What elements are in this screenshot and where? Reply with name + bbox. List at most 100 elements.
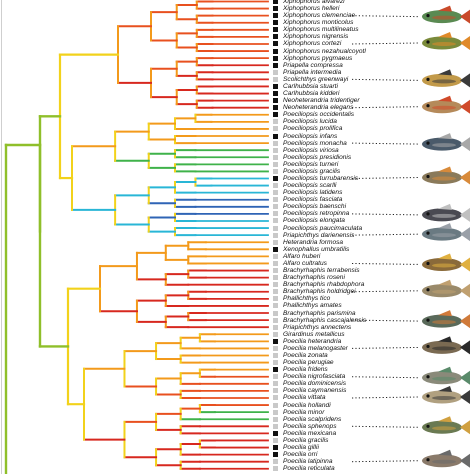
clade-marker-square xyxy=(273,176,278,181)
species-label: Poeciliopsis fasciata xyxy=(283,196,343,204)
clade-marker-square xyxy=(273,253,278,259)
fish-photo-icon xyxy=(422,133,470,152)
species-label: Xiphophorus multilineatus xyxy=(283,26,359,34)
clade-marker-square xyxy=(273,381,278,387)
dotted-leader-line xyxy=(351,177,421,179)
clade-marker-square xyxy=(273,0,278,4)
fish-photo-icon xyxy=(422,203,470,222)
clade-marker-square xyxy=(273,452,278,458)
species-label: Poecilia nigrofasciata xyxy=(283,373,346,381)
clade-marker-square xyxy=(273,409,278,415)
clade-marker-square xyxy=(273,466,278,472)
species-label: Poeciliopsis infans xyxy=(283,132,338,140)
clade-marker-square xyxy=(273,183,278,189)
clade-marker-square xyxy=(273,310,278,316)
species-label: Neoheterandria tridentiger xyxy=(283,97,360,105)
clade-marker-square xyxy=(273,430,278,436)
fish-photo-icon xyxy=(422,366,470,385)
dotted-leader-line xyxy=(351,213,421,216)
species-label: Xiphophorus cortezi xyxy=(283,40,342,48)
clade-marker-square xyxy=(273,331,278,337)
species-label: Alfaro huberi xyxy=(283,252,321,260)
species-label: Poeciliopsis turrubarensis xyxy=(283,175,359,182)
species-label: Xiphophorus nezahualcoyotl xyxy=(283,47,366,55)
clade-marker-square xyxy=(273,55,278,61)
clade-marker-square xyxy=(273,338,278,344)
fish-photo-icon xyxy=(422,31,470,50)
species-label: Brachyrhaphis roseni xyxy=(283,274,345,282)
clade-marker-square xyxy=(273,147,278,153)
clade-marker-square xyxy=(273,6,278,12)
clade-marker-square xyxy=(273,41,278,47)
fish-photo-icon xyxy=(422,69,470,88)
fish-photo-icon xyxy=(422,416,470,435)
species-label: Poeciliopsis presidionis xyxy=(283,153,352,161)
clade-marker-square xyxy=(273,190,278,196)
species-label: Xiphophorus clemenciae xyxy=(283,12,356,20)
dotted-leader-line xyxy=(351,319,421,322)
species-label: Brachyrhaphis holdridgei xyxy=(283,288,356,296)
fish-photo-icon xyxy=(422,5,470,24)
dotted-leader-line xyxy=(351,233,421,236)
fish-photo-icon xyxy=(422,279,470,298)
clade-marker-square xyxy=(273,402,278,408)
dotted-leader-line xyxy=(351,460,421,463)
species-label: Poecilia melanogaster xyxy=(283,344,348,352)
clade-marker-square xyxy=(273,211,278,217)
species-label: Alfaro cultratus xyxy=(283,259,327,267)
species-label: Poecilia perugiae xyxy=(283,359,334,367)
clade-marker-square xyxy=(273,395,278,401)
dotted-leader-line xyxy=(351,78,421,81)
fish-photo-icon xyxy=(422,336,470,355)
clade-marker-square xyxy=(273,268,278,274)
species-label: Poecilia heterandria xyxy=(283,337,342,345)
species-label: Xiphophorus monticolus xyxy=(283,19,354,27)
species-label: Heterandria formosa xyxy=(283,238,344,246)
clade-marker-square xyxy=(273,76,278,82)
species-label: Poecilia gillii xyxy=(283,444,319,452)
species-label: Poecilia vittata xyxy=(283,394,326,402)
species-label: Brachyrhaphis parismina xyxy=(283,309,356,317)
clade-marker-square xyxy=(273,324,278,330)
clade-marker-square xyxy=(273,353,278,358)
clade-marker-square xyxy=(273,13,278,19)
species-label: Poeciliopsis turneri xyxy=(283,160,339,168)
clade-marker-square xyxy=(273,275,278,281)
fish-photo-icon xyxy=(422,449,470,468)
dotted-leader-line xyxy=(351,425,421,428)
clade-marker-square xyxy=(273,69,278,75)
clade-marker-square xyxy=(273,225,278,231)
clade-marker-square xyxy=(273,112,278,118)
fish-photo-icon xyxy=(422,253,470,272)
clade-marker-square xyxy=(273,197,278,203)
species-label: Poecilia reticulata xyxy=(283,465,335,473)
species-label: Priapella compressa xyxy=(283,61,343,69)
clade-marker-square xyxy=(273,317,278,323)
clade-marker-square xyxy=(273,246,278,252)
species-label: Poecilia caymanensis xyxy=(283,387,347,395)
clade-marker-square xyxy=(273,260,278,266)
species-label: Priapichthys darienensis xyxy=(283,231,355,239)
species-label: Poecilia minor xyxy=(283,408,325,416)
species-label: Poecilia hollandi xyxy=(283,401,331,409)
dotted-leader-line xyxy=(351,346,421,349)
species-label: Poecilia mexicana xyxy=(283,429,337,437)
clade-marker-square xyxy=(273,91,278,97)
species-label: Poeciliopsis gracilis xyxy=(283,167,341,175)
species-label: Poeciliopsis lucida xyxy=(283,118,337,126)
clade-marker-square xyxy=(273,62,278,68)
species-label: Xiphophorus pygmaeus xyxy=(283,54,353,62)
species-label: Brachyrhaphis rhabdophora xyxy=(283,281,365,289)
dotted-leader-line xyxy=(351,42,421,45)
clade-marker-square xyxy=(273,140,278,146)
clade-marker-square xyxy=(273,83,278,89)
dotted-leader-line xyxy=(351,15,421,18)
clade-marker-square xyxy=(273,459,278,465)
clade-marker-square xyxy=(273,388,278,394)
dotted-leader-line xyxy=(351,376,421,379)
species-label: Poeciliopsis paucimaculata xyxy=(283,224,363,232)
species-label: Poeciliopsis viriosa xyxy=(283,146,339,154)
species-label: Xenophallus umbratilis xyxy=(283,245,350,253)
